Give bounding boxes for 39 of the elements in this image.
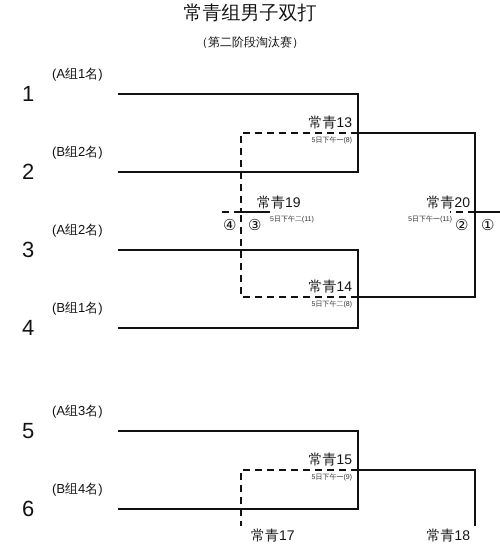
seed-label: (B组2名) [52, 144, 103, 160]
placing-number: ④ [223, 216, 236, 235]
bracket-line [118, 132, 359, 173]
bracket-line [118, 469, 359, 510]
bracket-line [118, 296, 359, 329]
seed-label: (B组1名) [52, 300, 103, 316]
match-title: 常青20 [426, 193, 470, 211]
bracket-line [450, 211, 476, 213]
bracket-line [474, 211, 500, 213]
bracket-line [118, 430, 359, 471]
seed-number: 2 [22, 160, 34, 184]
seed-label: (B组4名) [52, 481, 103, 497]
seed-number: 3 [22, 238, 34, 262]
placing-number: ③ [248, 216, 262, 235]
placing-number: ① [481, 216, 494, 235]
bracket-line [240, 469, 359, 527]
seed-number: 6 [22, 497, 34, 521]
match-title: 常青18 [426, 526, 470, 544]
match-title: 常青13 [308, 113, 352, 131]
seed-number: 4 [22, 316, 34, 340]
bracket-line [357, 211, 476, 298]
placing-number: ② [455, 216, 468, 235]
seed-number: 1 [22, 82, 34, 106]
bracket-line [357, 469, 476, 527]
subtitle: （第二阶段淘汰赛） [195, 34, 305, 50]
bracket-line [240, 211, 270, 213]
seed-label: (A组2名) [52, 222, 103, 238]
match-title: 常青19 [257, 193, 301, 211]
match-title: 常青15 [308, 450, 352, 468]
bracket-line [357, 132, 476, 213]
bracket-line [118, 249, 359, 298]
match-title: 常青17 [251, 526, 295, 544]
bracket-line [118, 93, 359, 134]
seed-number: 5 [22, 419, 34, 443]
seed-label: (A组1名) [52, 66, 103, 82]
diagram-title: 常青组男子双打 [182, 1, 318, 26]
bracket-line [240, 132, 359, 213]
match-title: 常青14 [308, 277, 352, 295]
seed-label: (A组3名) [52, 403, 103, 419]
